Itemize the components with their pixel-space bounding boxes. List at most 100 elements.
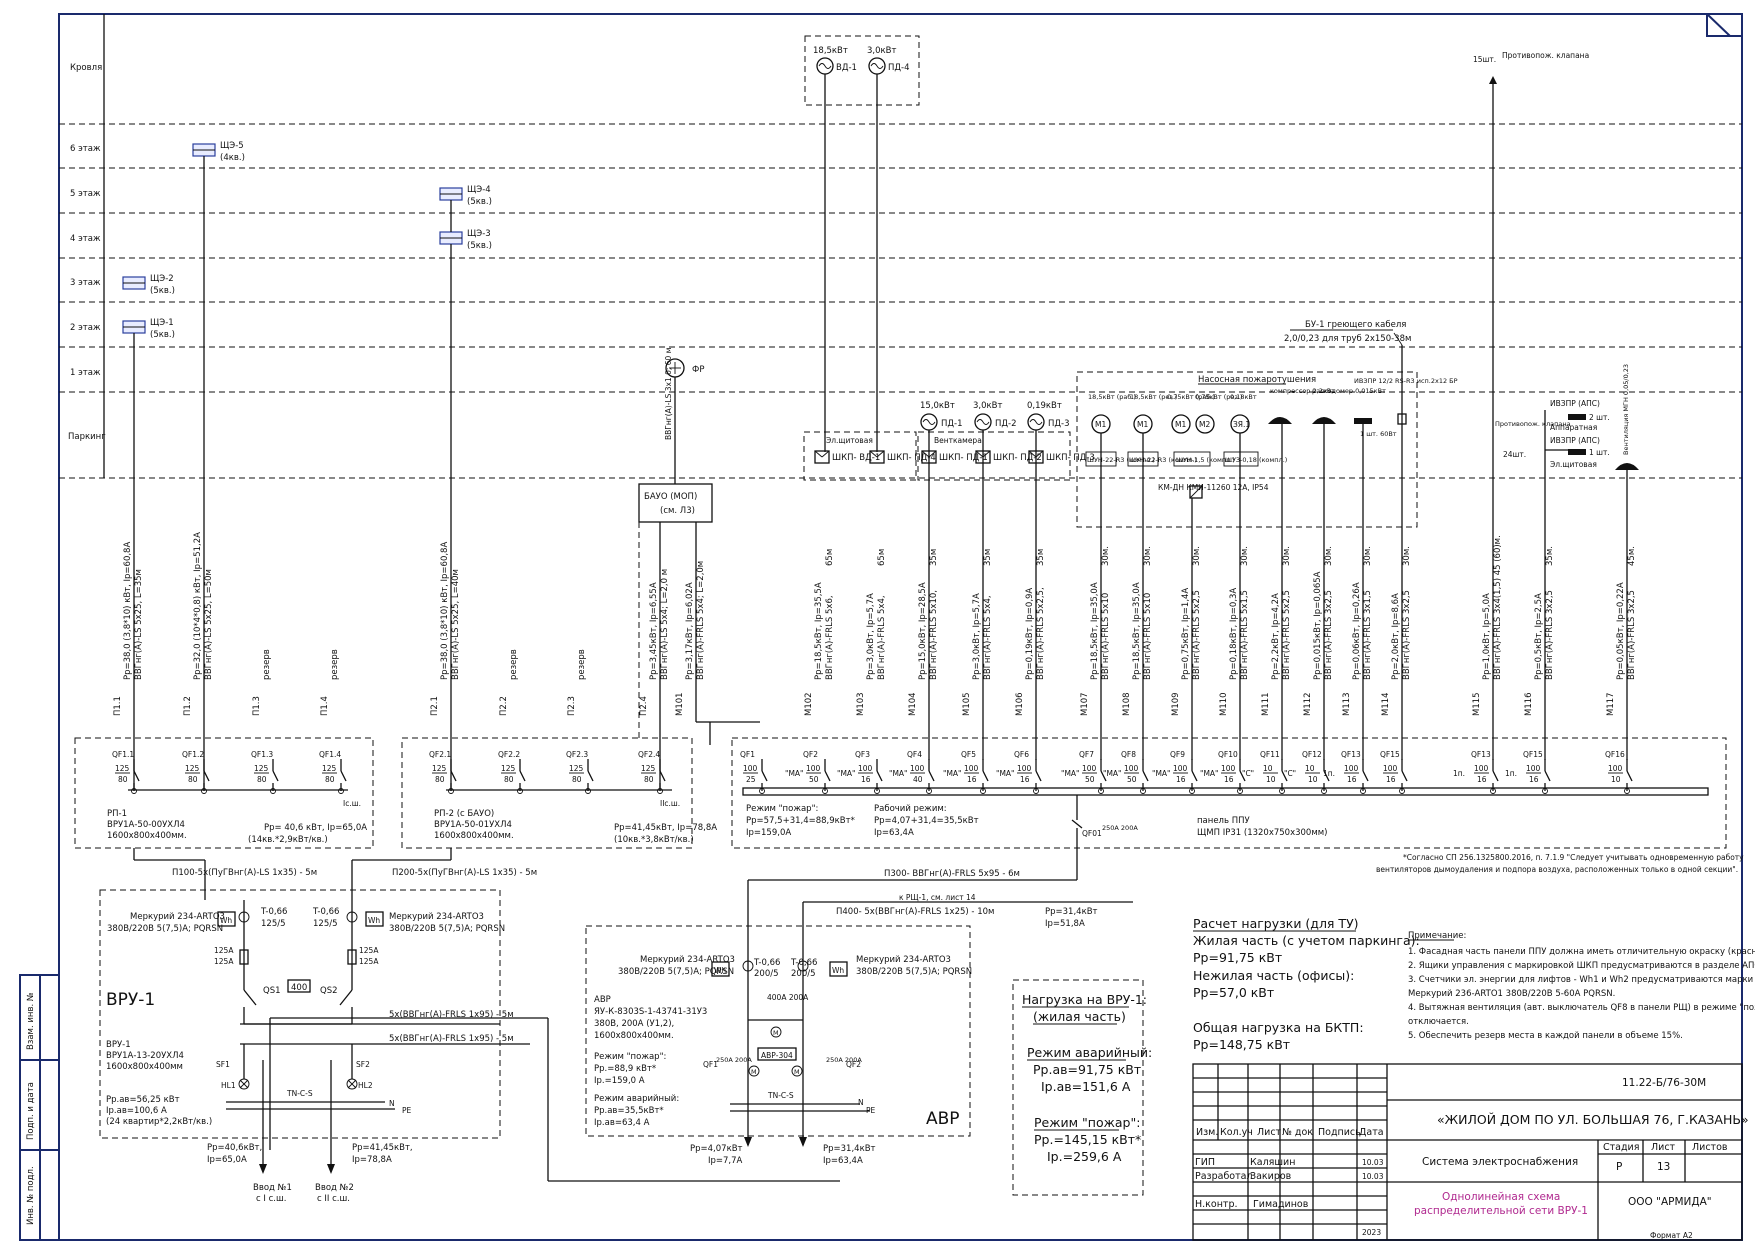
ppu-work-current: Iр=63,4А: [874, 828, 914, 838]
vru-ct2-ratio: 125/5: [313, 919, 338, 929]
avr-qf1: QF1: [703, 1060, 718, 1069]
bauo-box: [638, 483, 713, 523]
breaker-id: QF11: [1260, 750, 1280, 759]
floor-label-2: 2 этаж: [70, 323, 101, 333]
aps2-count: 1 шт.: [1589, 448, 1610, 457]
breaker-id: QF2.4: [638, 750, 660, 759]
flowmeter-label: расходомер 0,015кВт: [1312, 387, 1386, 395]
avr-controller: АВР-304: [761, 1051, 793, 1060]
vru-qs2: QS2: [320, 986, 338, 996]
breaker-setting: 80: [644, 775, 654, 784]
feeder-length: 35м.: [1545, 546, 1555, 566]
breaker-setting: 16: [1176, 775, 1186, 784]
rp2-type: ВРУ1А-50-01УХЛ4: [434, 820, 512, 830]
vru-load-emergency-power: Рр.ав=91,75 кВт: [1033, 1062, 1141, 1077]
breaker-setting: 25: [746, 775, 756, 784]
stamp-org: ООО "АРМИДА": [1628, 1196, 1712, 1208]
shu3: ШУН-1,5 (компл.): [1176, 456, 1235, 464]
avr-pe: PE: [866, 1106, 876, 1115]
feeder-load: Рр=0,19кВт, Iр=0,9А: [1025, 588, 1035, 680]
motor-icon: М1: [1091, 414, 1111, 434]
busbar-node: [1279, 788, 1285, 794]
rp1-size: 1600х800х400мм.: [107, 831, 187, 841]
breaker-setting: 50: [809, 775, 819, 784]
vru-pe: PE: [402, 1106, 412, 1115]
svg-text:ШКП- ПД-3: ШКП- ПД-3: [1046, 453, 1095, 463]
motor-icon: M: [791, 1065, 803, 1077]
breaker-mark: "МА": [1061, 769, 1080, 778]
fuse-icon: [347, 949, 357, 965]
svg-text:М2: М2: [1199, 420, 1210, 429]
svg-text:ЗЯ.1: ЗЯ.1: [1233, 420, 1250, 429]
avr-out1-power: Рр=4,07кВт: [690, 1144, 743, 1154]
svg-text:(5кв.): (5кв.): [150, 330, 175, 340]
feeder-load: Рр=0,5кВт, Iр=2,5А: [1534, 593, 1544, 680]
breaker-mark: "С": [1284, 769, 1296, 778]
fan-icon: [920, 413, 938, 431]
vru-fuse2: 125А: [359, 946, 379, 955]
avr-meter1-spec: 380В/220В 5(7,5)А; PQRSN: [618, 967, 734, 977]
ppu-work-power: Рр=4,07+31,4=35,5кВт: [874, 816, 979, 826]
feeder-load: Рр=2,2кВт, Iр=4,2А: [1271, 593, 1281, 680]
feeder-load: Рр=18,5кВт, Iр=35,0А: [1090, 582, 1100, 680]
fan-icon: [1027, 413, 1045, 431]
breaker-rating: 125: [185, 764, 200, 773]
feeder-cable: ВВГнг(А)-FRLS 3х1,5: [1363, 590, 1373, 680]
motor-icon: М1: [1171, 414, 1191, 434]
meter-wh: Wh: [220, 916, 232, 925]
shkp-vd1: ШКП- ВД-1: [814, 450, 880, 464]
breaker-id: QF9: [1170, 750, 1185, 759]
feeder-id: М105: [962, 692, 972, 716]
elshit-label: Эл.щитовая: [826, 436, 873, 445]
aps2-icon: [1568, 449, 1586, 455]
feeder-cable: ВВГнг(А)-FRLS 5х2,5,: [1036, 587, 1046, 680]
breaker-rating: 100: [964, 764, 979, 773]
feeder-cable: ВВГнг(А)-LS 5х4; L=2,0 м: [660, 569, 670, 680]
breaker-rating: 125: [322, 764, 337, 773]
side-label-2: Подп. и дата: [26, 1082, 36, 1140]
avr-emergency-power: Рр.ав=35,5кВт*: [594, 1106, 664, 1116]
breaker-rating: 125: [432, 764, 447, 773]
breaker-mark: "МА": [1103, 769, 1122, 778]
breaker-setting: 50: [1085, 775, 1095, 784]
breaker-setting: 80: [188, 775, 198, 784]
ct-icon: [238, 911, 250, 923]
zya-power: 0,18кВт: [1230, 393, 1257, 401]
vru-qs1: QS1: [263, 986, 281, 996]
stamp-system: Система электроснабжения: [1422, 1156, 1578, 1168]
svg-text:ЩЭ-3: ЩЭ-3: [467, 229, 491, 239]
ppu-fire-power: Рр=57,5+31,4=88,9кВт*: [746, 816, 855, 826]
busbar-node: [338, 788, 344, 794]
breaker-setting: 80: [504, 775, 514, 784]
svg-text:ЩЭ-2: ЩЭ-2: [150, 274, 174, 284]
avr-q: 400А 200А: [767, 993, 809, 1002]
breaker-setting: 16: [861, 775, 871, 784]
bell-icon: [1268, 417, 1292, 424]
fan-icon: [868, 57, 886, 75]
m1s-power: 0,75кВт (раб.): [1167, 393, 1215, 401]
drawing-frame: [58, 13, 1743, 1241]
breaker-setting: 16: [967, 775, 977, 784]
meter-icon: [711, 961, 730, 977]
stamp-year: 2023: [1362, 1228, 1381, 1237]
floor-panel-shz2: ЩЭ-2(5кв.): [122, 274, 175, 296]
compressor-label: компрессор 2,2кВт: [1270, 387, 1335, 395]
avr-ct1: T-0,66: [753, 958, 780, 968]
feeder-cable: ВВГнг(А)-FRLS 5х1,5: [1240, 590, 1250, 680]
breaker-id: QF3: [855, 750, 870, 759]
ppu-qf01-val: 250А 200А: [1102, 824, 1138, 832]
stamp-role-1: ГИП: [1195, 1157, 1215, 1168]
floor-panel-shz4: ЩЭ-4(5кв.): [439, 185, 492, 207]
vent-mgn-label: Вентиляция МГН 0,05/0,23: [1622, 364, 1630, 455]
title-block: [1192, 1063, 1743, 1241]
vru-in1-current: Iр=65,0А: [207, 1155, 247, 1165]
feeder-load: Рр=0,18кВт, Iр=0,3А: [1229, 588, 1239, 680]
stamp-format: Формат А2: [1650, 1231, 1693, 1240]
notes-title: Примечание:: [1408, 931, 1466, 941]
busbar-node: [1098, 788, 1104, 794]
avr-out1-current: Iр=7,7А: [708, 1156, 743, 1166]
rp2-box: [401, 737, 693, 849]
pd3-power: 0,19кВт: [1027, 401, 1062, 411]
busbar-node: [448, 788, 454, 794]
floor-label-5: 5 этаж: [70, 189, 101, 199]
